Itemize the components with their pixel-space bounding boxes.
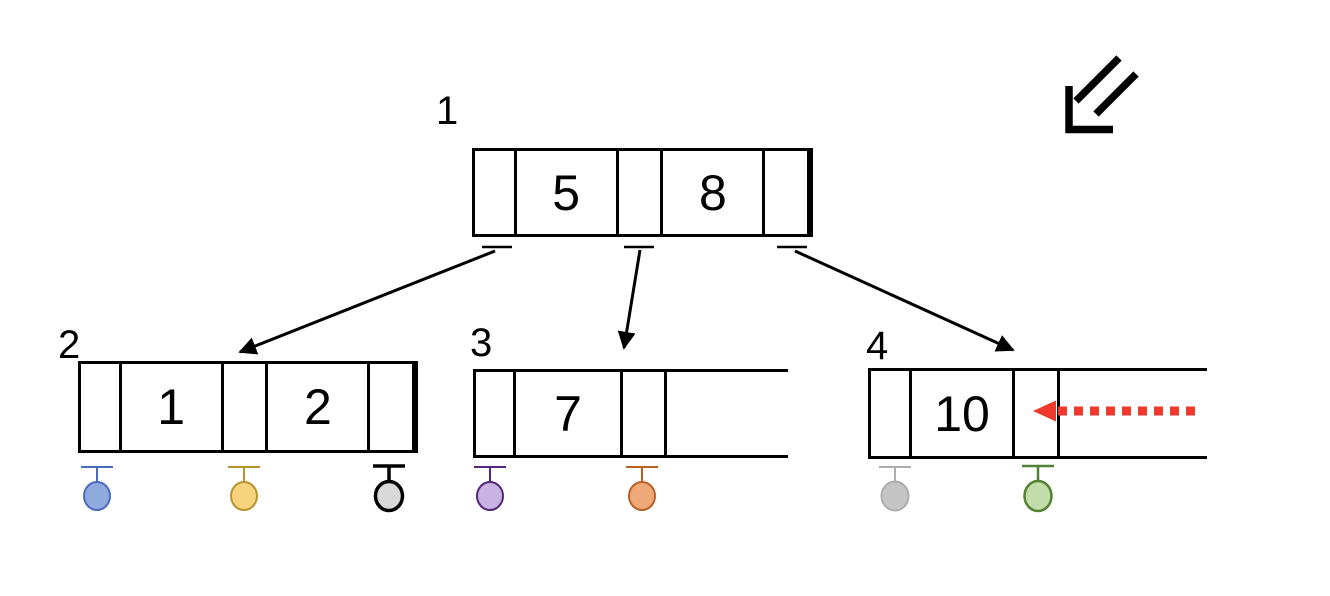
node-2-pointer-cell-0 bbox=[78, 364, 122, 450]
record-pin-purple bbox=[474, 466, 506, 511]
node-1-pointer-cell-0 bbox=[472, 151, 517, 234]
node-1-key-cell-1: 8 bbox=[663, 151, 766, 234]
arrow-to-node-2 bbox=[238, 249, 496, 355]
pin-circle bbox=[1023, 479, 1053, 513]
arrow-to-node-4 bbox=[794, 249, 1015, 352]
node-3-pointer-cell-0 bbox=[473, 372, 516, 455]
pin-circle bbox=[880, 480, 910, 512]
record-pin-gray bbox=[879, 466, 911, 512]
node-4-key-cell-0: 10 bbox=[912, 371, 1015, 456]
node-2-box: 1 2 bbox=[78, 361, 418, 453]
node-3-key-cell-0: 7 bbox=[516, 372, 623, 455]
pin-circle bbox=[373, 479, 405, 513]
node-1-key-cell-0: 5 bbox=[517, 151, 619, 234]
double-arrow-shaft-1 bbox=[1073, 55, 1122, 104]
node-2-key-cell-0: 1 bbox=[122, 364, 224, 450]
pin-circle bbox=[628, 481, 656, 511]
node-4-pointer-cell-1 bbox=[1015, 371, 1060, 456]
node-2-key-cell-1: 2 bbox=[268, 364, 371, 450]
record-pin-blue bbox=[81, 466, 113, 511]
double-arrow-shaft-2 bbox=[1093, 71, 1139, 117]
node-4-label: 4 bbox=[866, 324, 889, 368]
record-pin-gold bbox=[228, 466, 260, 511]
node-3-empty-extension bbox=[667, 372, 788, 455]
arrow-to-node-3 bbox=[617, 249, 642, 350]
southwest-double-arrow-icon bbox=[1065, 55, 1139, 134]
node-1-box: 5 8 bbox=[472, 148, 813, 237]
node-3-label: 3 bbox=[470, 321, 493, 365]
node-4-pointer-cell-0 bbox=[868, 371, 912, 456]
record-pin-black bbox=[373, 464, 405, 513]
node-2-pointer-cell-1 bbox=[224, 364, 269, 450]
record-pin-green bbox=[1022, 464, 1054, 513]
pin-circle bbox=[476, 481, 504, 511]
node-2-label: 2 bbox=[58, 323, 81, 367]
node-3-pointer-cell-1 bbox=[623, 372, 667, 455]
node-2-pointer-cell-2 bbox=[370, 364, 415, 450]
pin-circle bbox=[83, 481, 111, 511]
record-pin-orange bbox=[626, 466, 658, 511]
node-4-box: 10 bbox=[868, 368, 1207, 459]
node-1-right-border bbox=[806, 151, 813, 234]
node-3-box: 7 bbox=[473, 369, 788, 458]
node-2-right-border bbox=[412, 364, 418, 450]
node-1-pointer-cell-1 bbox=[619, 151, 664, 234]
node-1-label: 1 bbox=[436, 89, 459, 133]
child-pointer-arrows bbox=[238, 249, 1015, 355]
node-1-pointer-cell-2 bbox=[765, 151, 810, 234]
pin-circle bbox=[230, 481, 258, 511]
node-4-empty-extension bbox=[1060, 371, 1207, 456]
